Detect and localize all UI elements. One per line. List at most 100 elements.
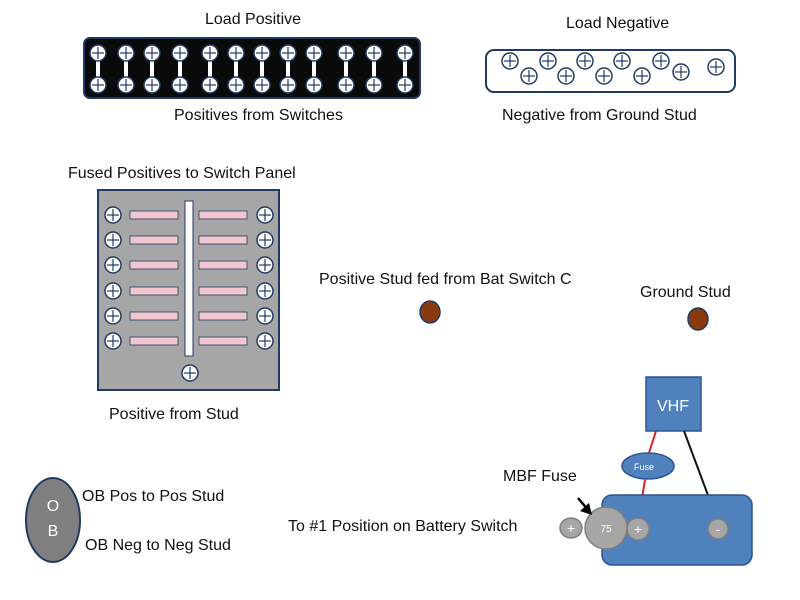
terminal-link [260, 55, 264, 83]
battery-positive-sign: + [634, 521, 642, 537]
vhf-positive-wire-top [647, 430, 657, 457]
terminal-link [286, 55, 290, 83]
fuse-right-terminal [256, 256, 274, 274]
load-positive-terminal-top [337, 44, 355, 62]
fuse-left-terminal [104, 307, 122, 325]
load-negative-label: Load Negative [566, 15, 670, 32]
ob-neg-label: OB Neg to Neg Stud [85, 537, 231, 554]
fuse-left [129, 235, 179, 245]
positives-from-switches-label: Positives from Switches [174, 107, 343, 124]
vhf-label: VHF [657, 398, 689, 415]
terminal-link [312, 55, 316, 83]
terminal-link [150, 55, 154, 83]
fuse-right [198, 260, 248, 270]
fuse-right [198, 286, 248, 296]
mbf-fuse [584, 506, 628, 550]
load-positive-terminal-top [201, 44, 219, 62]
load-positive-terminal-bottom [171, 76, 189, 94]
ob-letter-top: O [47, 498, 59, 515]
load-positive-terminals [89, 44, 414, 94]
load-positive-terminal-bottom [396, 76, 414, 94]
load-positive-terminal-top [227, 44, 245, 62]
fuse-left [129, 210, 179, 220]
terminal-link [208, 55, 212, 83]
load-negative-terminal [539, 52, 557, 70]
mbf-left-terminal-sign: + [567, 520, 575, 536]
mbf-arrowhead [580, 503, 592, 515]
load-negative-terminal [557, 67, 575, 85]
load-positive-terminal-top [143, 44, 161, 62]
load-positive-terminal-top [279, 44, 297, 62]
vhf-radio [645, 376, 702, 432]
fuse-left [129, 311, 179, 321]
fuse-right [198, 336, 248, 346]
fuse-right-terminal [256, 282, 274, 300]
mbf-rating: 75 [600, 524, 612, 535]
load-negative-terminals [501, 52, 725, 85]
load-positive-terminal-top [171, 44, 189, 62]
fuse-right-terminal [256, 332, 274, 350]
load-negative-terminal [672, 63, 690, 81]
fused-positives-label: Fused Positives to Switch Panel [68, 165, 296, 182]
terminal-link [403, 55, 407, 83]
fuse-rows [104, 206, 274, 350]
fuse-right [198, 210, 248, 220]
fuse-block-center-bus [184, 200, 194, 357]
fuse-right-terminal [256, 231, 274, 249]
battery-negative-terminal [707, 518, 729, 540]
fuse-right-terminal [256, 206, 274, 224]
inline-fuse-label: Fuse [634, 462, 654, 472]
fuse-left-terminal [104, 256, 122, 274]
terminal-link [96, 55, 100, 83]
terminal-link [234, 55, 238, 83]
load-positive-terminal-bottom [143, 76, 161, 94]
fuse-right-terminal [256, 307, 274, 325]
load-positive-terminal-bottom [279, 76, 297, 94]
load-positive-terminal-bottom [337, 76, 355, 94]
load-positive-terminal-bottom [365, 76, 383, 94]
load-negative-terminal [520, 67, 538, 85]
load-positive-terminal-bottom [89, 76, 107, 94]
inline-fuse [621, 452, 675, 480]
load-positive-terminal-bottom [227, 76, 245, 94]
battery-negative-sign: - [716, 521, 721, 537]
terminal-link [344, 55, 348, 83]
load-negative-terminal [633, 67, 651, 85]
fuse-right [198, 311, 248, 321]
load-positive-terminal-top [365, 44, 383, 62]
load-positive-bus-bar [83, 37, 421, 99]
positive-from-stud-label: Positive from Stud [109, 406, 239, 423]
fuse-left-terminal [104, 206, 122, 224]
negative-from-ground-stud-label: Negative from Ground Stud [502, 107, 697, 124]
load-positive-terminal-bottom [253, 76, 271, 94]
load-negative-terminal [652, 52, 670, 70]
load-negative-terminal [707, 58, 725, 76]
ground-stud [687, 307, 709, 331]
load-negative-terminal [595, 67, 613, 85]
mbf-fuse-label: MBF Fuse [503, 468, 577, 485]
load-negative-terminal [576, 52, 594, 70]
load-negative-terminal [613, 52, 631, 70]
ob-connector [25, 477, 81, 563]
load-positive-terminal-top [253, 44, 271, 62]
fuse-block-input-stud [181, 364, 199, 382]
fuse-left-terminal [104, 282, 122, 300]
fuse-left [129, 336, 179, 346]
terminal-link [178, 55, 182, 83]
load-positive-terminal-bottom [117, 76, 135, 94]
ob-letter-bottom: B [48, 523, 59, 540]
load-positive-label: Load Positive [205, 11, 302, 28]
load-positive-terminal-top [117, 44, 135, 62]
load-positive-terminal-bottom [305, 76, 323, 94]
load-positive-terminal-top [305, 44, 323, 62]
fuse-left-terminal [104, 231, 122, 249]
terminal-link [372, 55, 376, 83]
fuse-block-input-terminal [181, 364, 199, 382]
load-positive-terminal-top [89, 44, 107, 62]
ob-pos-label: OB Pos to Pos Stud [82, 488, 225, 505]
positive-stud [419, 300, 441, 324]
mbf-left-terminal [559, 517, 583, 539]
positive-stud-fed-label: Positive Stud fed from Bat Switch C [319, 271, 572, 288]
load-negative-terminal [501, 52, 519, 70]
